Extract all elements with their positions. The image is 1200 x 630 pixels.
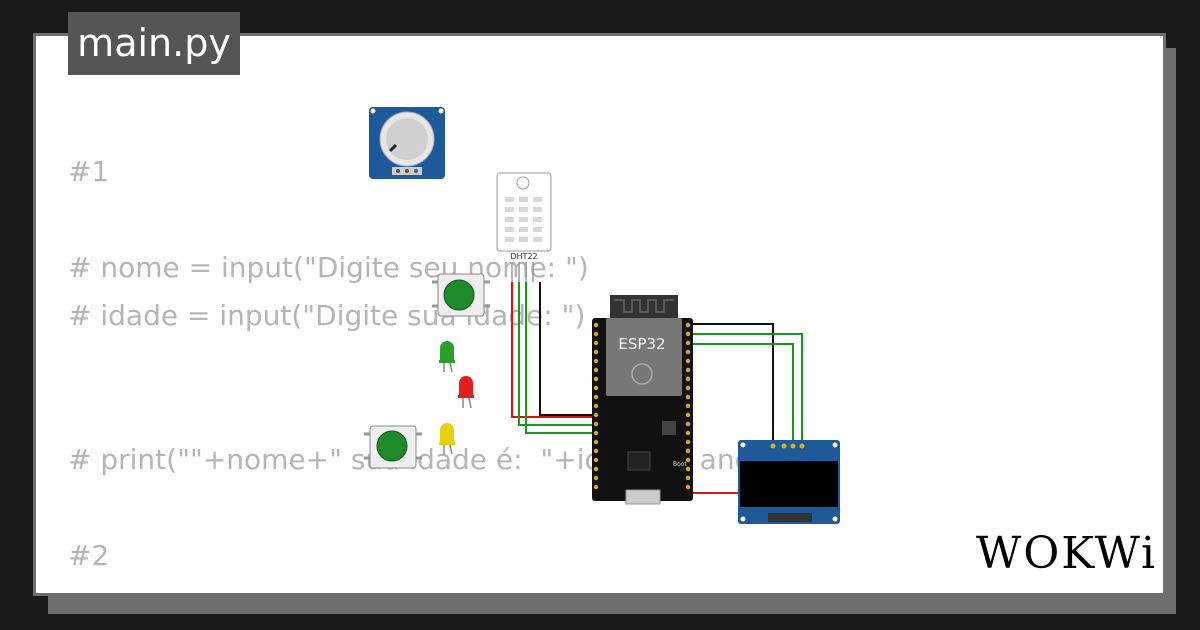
code-line-5: #2 <box>68 539 110 572</box>
esp32-label: ESP32 <box>618 335 665 353</box>
potentiometer[interactable] <box>369 107 445 179</box>
boot-label: Boot <box>673 461 687 468</box>
code-line-1: #1 <box>68 155 110 188</box>
dht22-sensor[interactable]: DHT22 <box>496 172 552 282</box>
push-button-1[interactable] <box>432 273 490 317</box>
simulation-canvas[interactable] <box>33 33 1166 596</box>
file-tab[interactable]: main.py <box>68 12 240 75</box>
push-button-2[interactable] <box>364 425 422 469</box>
wokwi-logo[interactable]: WOKWi <box>976 528 1158 579</box>
dht22-label: DHT22 <box>510 252 537 261</box>
led-yellow[interactable] <box>439 423 455 455</box>
led-green[interactable] <box>439 341 455 373</box>
oled-display[interactable] <box>738 440 840 524</box>
led-red[interactable] <box>458 376 474 409</box>
esp32-board[interactable]: ESP32 Boot <box>592 295 693 505</box>
